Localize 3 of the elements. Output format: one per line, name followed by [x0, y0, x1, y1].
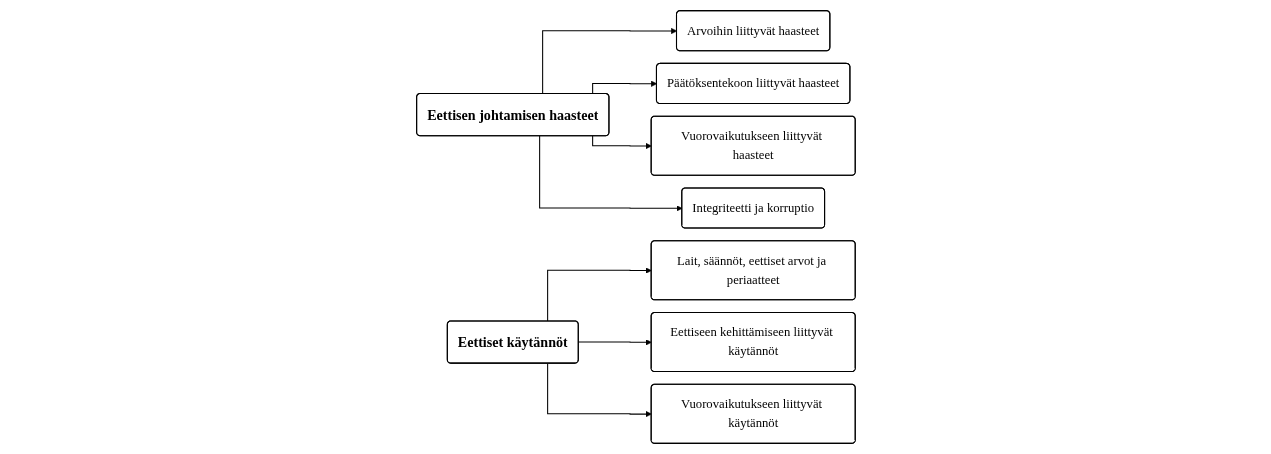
arrow [541, 27, 677, 95]
arrow [591, 80, 657, 95]
arrow [538, 135, 682, 212]
